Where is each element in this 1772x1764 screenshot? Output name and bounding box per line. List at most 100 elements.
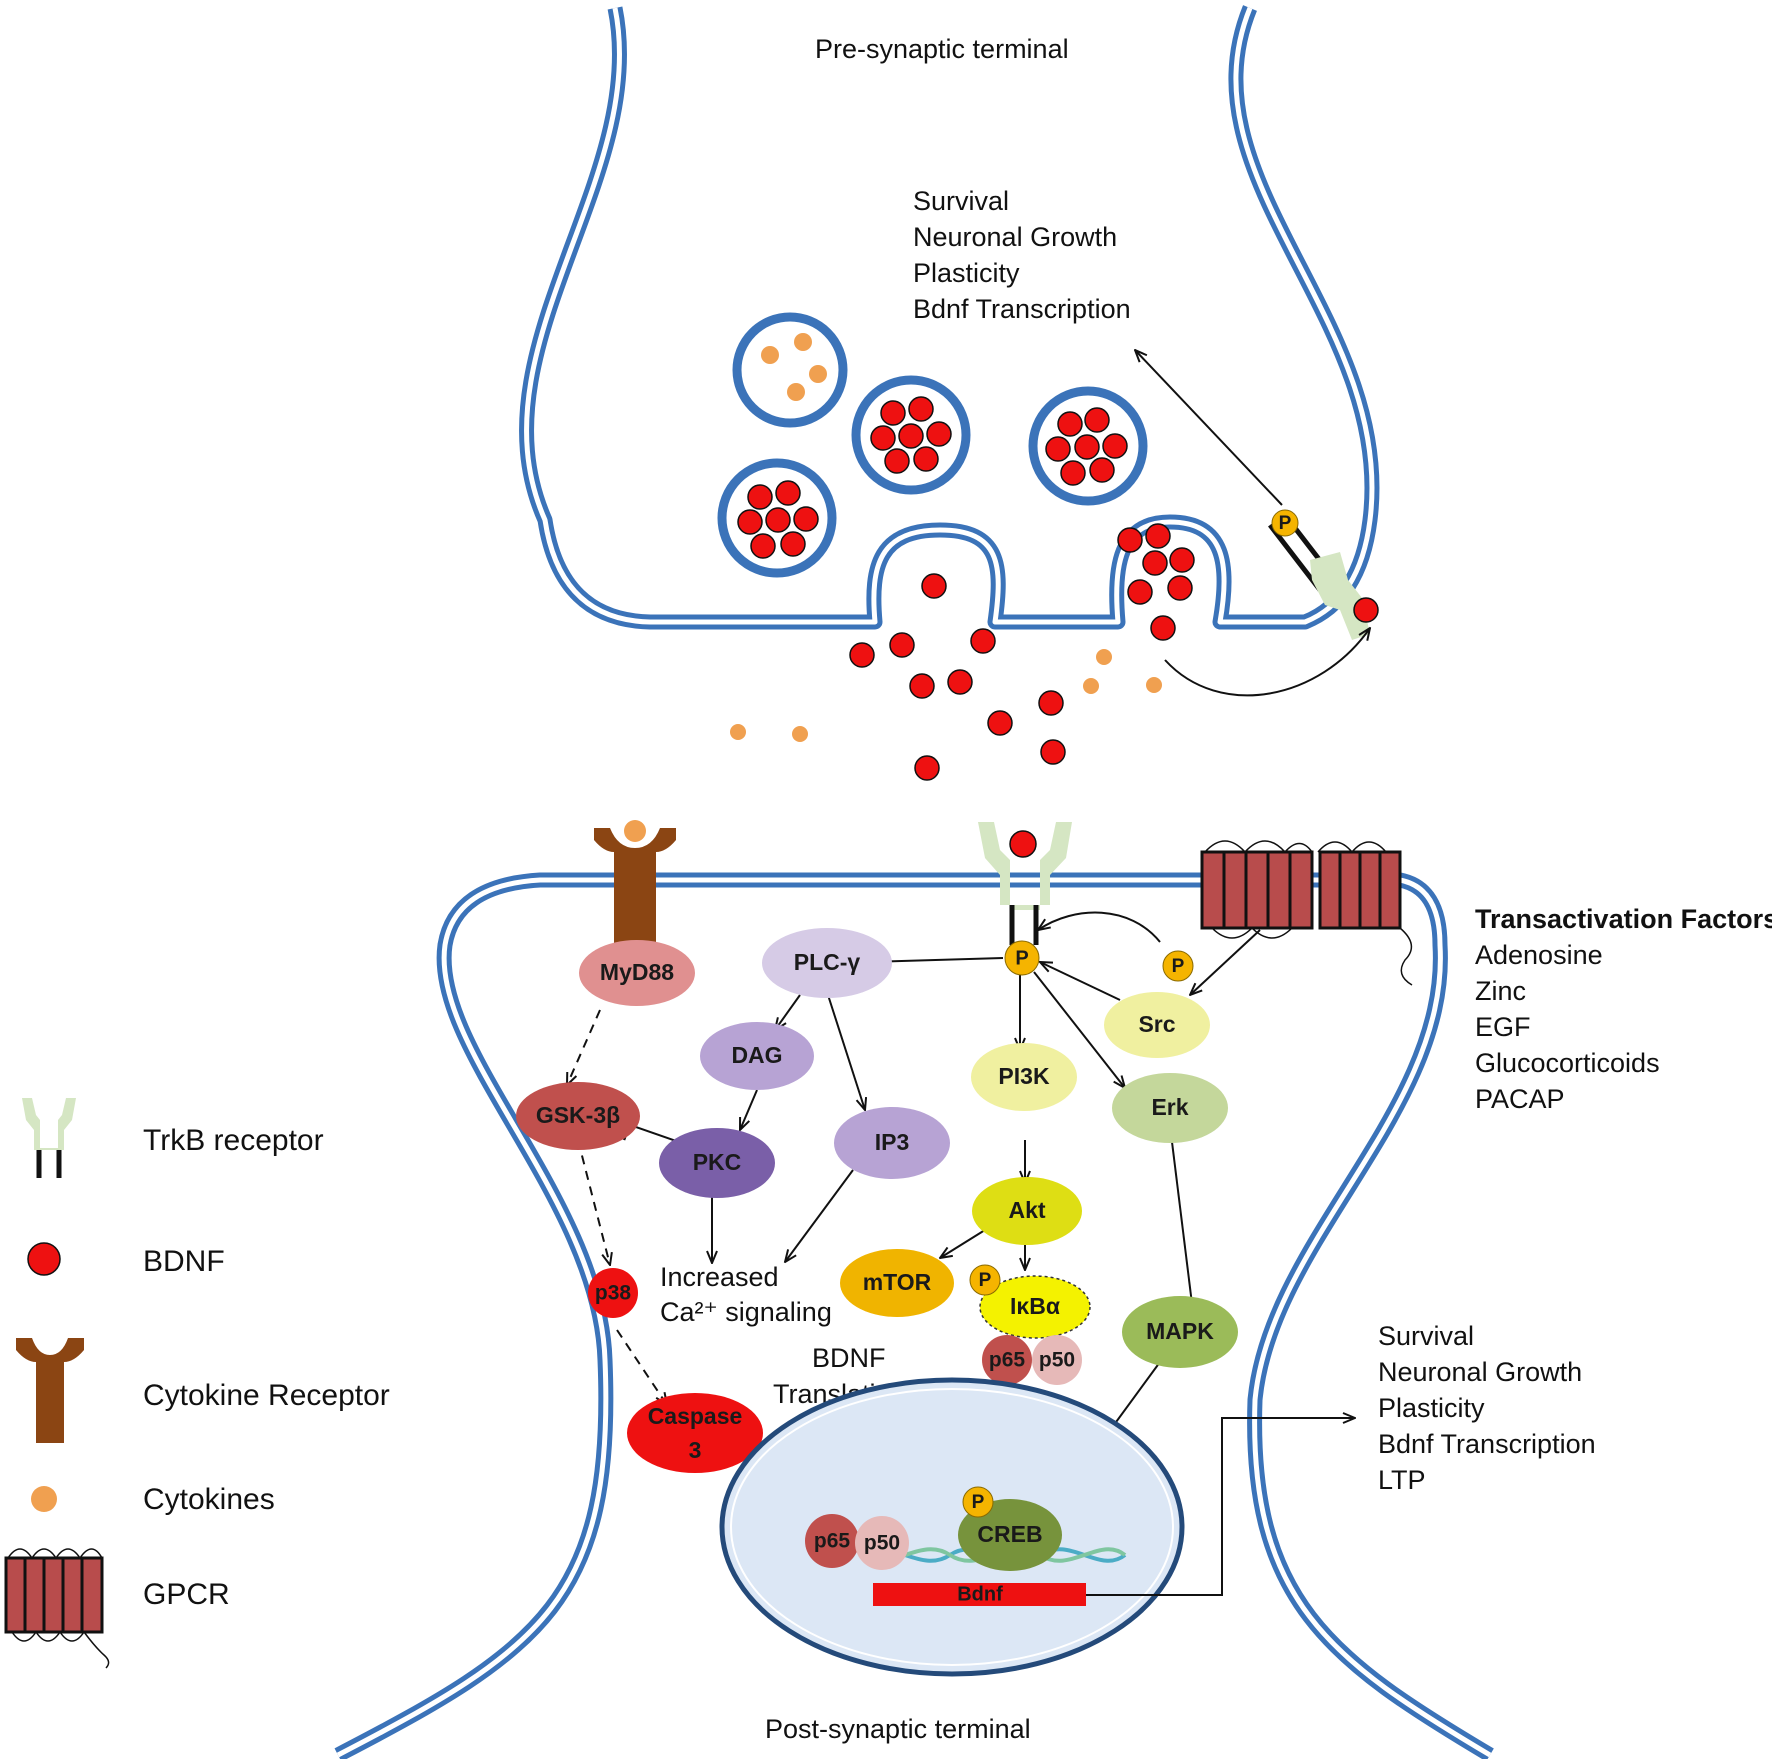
svg-text:CREB: CREB [977, 1521, 1042, 1547]
svg-text:Increased: Increased [660, 1262, 779, 1292]
svg-text:mTOR: mTOR [863, 1269, 932, 1295]
pre-outcome-item: Neuronal Growth [913, 222, 1117, 252]
nucleus [719, 1377, 1185, 1677]
pre-outcomes-list: Survival Neuronal Growth Plasticity Bdnf… [913, 186, 1131, 324]
svg-text:p65: p65 [989, 1349, 1026, 1372]
node-creb-phospho: P [962, 1486, 994, 1518]
released-cytokines [730, 649, 1162, 742]
node-ip3: IP3 [834, 1107, 950, 1179]
transactivation-item: EGF [1475, 1012, 1531, 1042]
post-outcome-item: Plasticity [1378, 1393, 1485, 1423]
svg-text:Ca²⁺ signaling: Ca²⁺ signaling [660, 1297, 832, 1327]
legend-label-cytokine-receptor: Cytokine Receptor [143, 1379, 390, 1412]
svg-text:p50: p50 [864, 1532, 900, 1555]
bdnf-dot-icon [27, 1242, 61, 1276]
svg-text:P: P [979, 1270, 992, 1291]
node-creb: CREB [958, 1499, 1062, 1571]
node-phospho-trkb: P [1004, 940, 1040, 976]
svg-text:P: P [1172, 956, 1185, 977]
node-p38: p38 [588, 1268, 638, 1318]
svg-text:PI3K: PI3K [998, 1063, 1050, 1089]
svg-text:Bdnf: Bdnf [957, 1583, 1003, 1605]
svg-text:DAG: DAG [731, 1042, 782, 1068]
transactivation-item: Glucocorticoids [1475, 1048, 1660, 1078]
node-ikba-phospho: P [969, 1264, 1001, 1296]
cytokine-receptor-icon [16, 1338, 84, 1443]
transactivation-item: Adenosine [1475, 940, 1603, 970]
trkb-receptor-icon [22, 1098, 76, 1178]
svg-text:GSK-3β: GSK-3β [536, 1102, 620, 1128]
svg-text:Caspase: Caspase [648, 1403, 743, 1429]
node-p65-cytoplasm: p65 [982, 1335, 1032, 1385]
released-bdnf [849, 573, 1176, 781]
post-outcome-item: LTP [1378, 1465, 1426, 1495]
cytokine-dot-icon [31, 1486, 57, 1512]
fusing-vesicle-bdnf [1117, 523, 1195, 605]
svg-text:Erk: Erk [1151, 1094, 1188, 1120]
node-p50-nucleus: p50 [855, 1516, 909, 1570]
pre-outcome-item: Bdnf Transcription [913, 294, 1131, 324]
svg-text:P: P [1279, 513, 1292, 534]
bdnf-gene: Bdnf [873, 1583, 1086, 1606]
svg-text:P: P [1015, 947, 1028, 969]
post-gpcr-1 [1200, 840, 1314, 939]
transactivation-item: Zinc [1475, 976, 1526, 1006]
post-cytokine-receptor [594, 820, 676, 965]
svg-text:PLC-γ: PLC-γ [794, 949, 861, 975]
svg-text:BDNF: BDNF [812, 1343, 886, 1373]
node-p65-nucleus: p65 [805, 1514, 859, 1568]
autocrine-arrow [1164, 628, 1370, 697]
legend-label-bdnf: BDNF [143, 1245, 225, 1278]
legend-label-cytokines: Cytokines [143, 1483, 275, 1516]
node-plc-gamma: PLC-γ [762, 928, 892, 998]
transactivation-item: PACAP [1475, 1084, 1565, 1114]
svg-text:P: P [972, 1492, 985, 1513]
transactivation-factors: Transactivation Factors Adenosine Zinc E… [1475, 904, 1772, 1114]
svg-text:3: 3 [689, 1437, 702, 1463]
transcription-arrow [1086, 1418, 1355, 1596]
svg-text:PKC: PKC [693, 1149, 742, 1175]
pre-phospho-badge: P [1271, 509, 1299, 537]
node-mapk: MAPK [1122, 1296, 1238, 1368]
svg-text:Src: Src [1138, 1011, 1175, 1037]
post-outcome-item: Bdnf Transcription [1378, 1429, 1596, 1459]
pre-synaptic-label: Pre-synaptic terminal [815, 34, 1069, 64]
pre-outcome-arrow [1135, 350, 1283, 506]
svg-text:MyD88: MyD88 [600, 959, 674, 985]
legend: TrkB receptor BDNF Cytokine Receptor Cyt… [4, 1098, 390, 1669]
svg-text:p65: p65 [814, 1530, 851, 1553]
vesicle-bdnf-2 [1028, 386, 1148, 506]
post-synaptic-membrane [334, 872, 1494, 1762]
post-synaptic-label: Post-synaptic terminal [765, 1714, 1031, 1744]
post-outcome-item: Survival [1378, 1321, 1474, 1351]
vesicle-bdnf-3 [717, 458, 837, 578]
node-ikba: IκBα [979, 1275, 1091, 1339]
svg-text:IP3: IP3 [875, 1129, 910, 1155]
pre-synaptic-membrane [519, 5, 1380, 630]
node-pi3k: PI3K [971, 1043, 1077, 1111]
vesicle-bdnf-1 [851, 375, 971, 495]
post-outcomes-list: Survival Neuronal Growth Plasticity Bdnf… [1378, 1321, 1596, 1495]
node-src: Src [1104, 992, 1210, 1058]
node-erk: Erk [1112, 1073, 1228, 1143]
node-gsk3b: GSK-3β [516, 1082, 640, 1150]
post-trkb-receptor [978, 822, 1072, 945]
node-myd88: MyD88 [579, 940, 695, 1006]
node-pkc: PKC [659, 1128, 775, 1198]
node-caspase3: Caspase 3 [627, 1393, 763, 1473]
vesicle-cytokine [732, 312, 848, 428]
pre-outcome-item: Survival [913, 186, 1009, 216]
svg-text:p38: p38 [595, 1282, 632, 1305]
svg-text:p50: p50 [1039, 1349, 1075, 1372]
svg-text:MAPK: MAPK [1146, 1318, 1214, 1344]
transactivation-title: Transactivation Factors [1475, 904, 1772, 934]
legend-label-trkb: TrkB receptor [143, 1124, 324, 1157]
node-dag: DAG [700, 1022, 814, 1090]
node-mtor: mTOR [840, 1249, 954, 1317]
node-src-phospho: P [1162, 950, 1194, 982]
node-p50-cytoplasm: p50 [1032, 1335, 1082, 1385]
pre-outcome-item: Plasticity [913, 258, 1020, 288]
legend-label-gpcr: GPCR [143, 1578, 230, 1611]
